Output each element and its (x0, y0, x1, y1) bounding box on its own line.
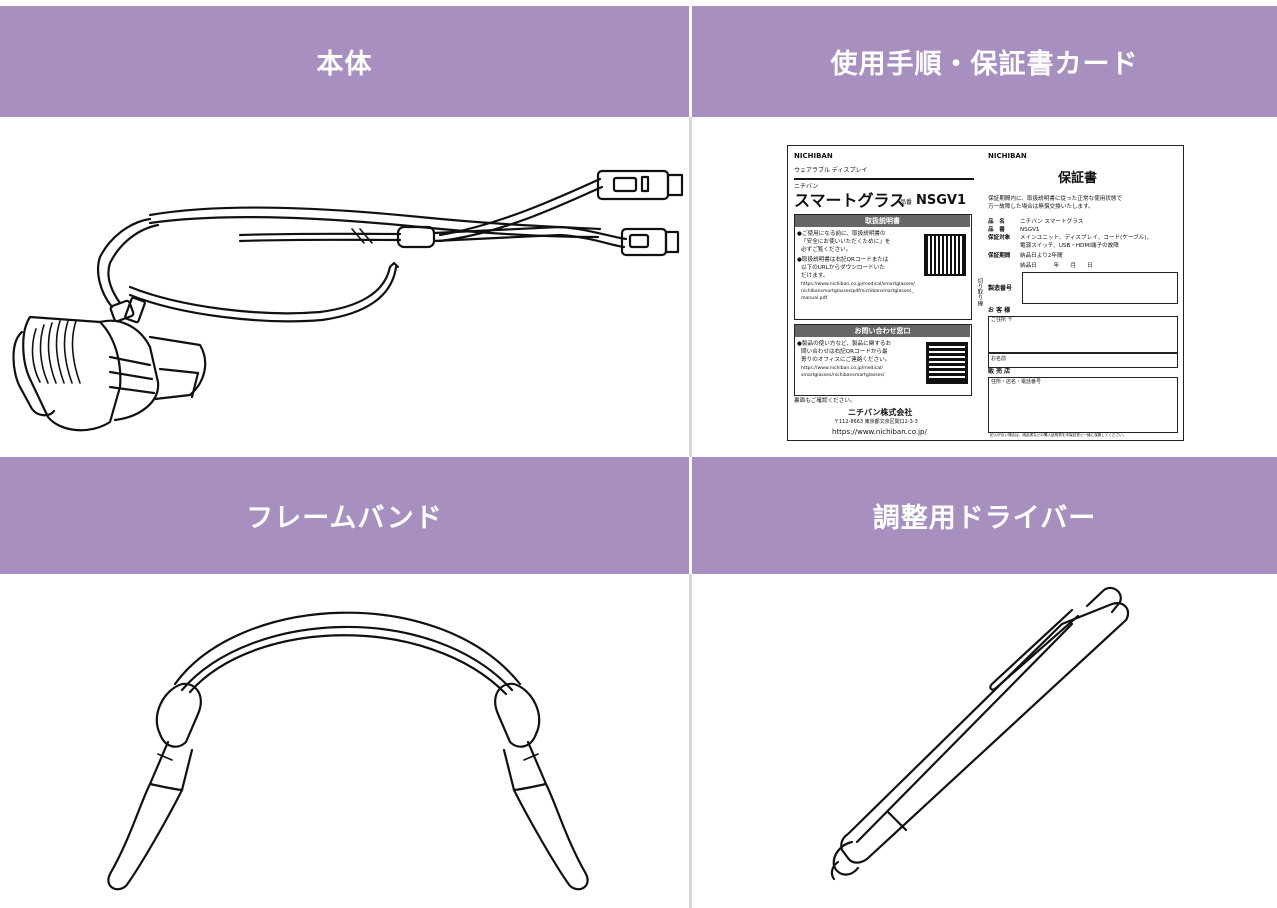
header-card: 使用手順・保証書カード (692, 6, 1277, 117)
manual-url: manual.pdf (801, 296, 828, 301)
manual-text: 「安全にお使いいただくために」を (801, 239, 891, 245)
warranty-label: 保証対象 (988, 235, 1011, 241)
contact-box (794, 324, 972, 396)
contact-url: smartglasses/nichibansmartglasses/ (801, 373, 885, 378)
warranty-intro: 保証期間内に、取扱説明書に従った正常な使用状態で (988, 196, 1123, 202)
card-product: スマートグラス (794, 191, 906, 210)
card-company: ニチバン株式会社 (848, 408, 913, 417)
contact-url: https://www.nichiban.co.jp/medical/ (801, 366, 883, 371)
manual-text: 以下のURLからダウンロードいた (801, 265, 885, 271)
warranty-value: 納品日より2年間 (1020, 253, 1063, 259)
manual-text: ●ご使用になる前に、取扱説明書の (797, 231, 886, 237)
contact-qr-code-icon (926, 342, 968, 384)
manual-title: 取扱説明書 (795, 215, 970, 227)
card-website: https://www.nichiban.co.jp/ (832, 428, 927, 436)
card-cut-line: 切り取り線 (976, 278, 983, 306)
store-field (988, 377, 1178, 433)
manual-url: https://www.nichiban.co.jp/medical/smart… (801, 282, 915, 287)
warranty-label: 品 名 (988, 219, 1005, 225)
serial-label: 製造番号 (988, 285, 1013, 292)
manual-qr-code-icon (924, 234, 966, 276)
warranty-intro: 万一故障した場合は無償交換いたします。 (988, 204, 1094, 210)
card-address: 〒112-8663 東京都文京区関口2-3-3 (834, 419, 918, 425)
warranty-value: メインユニット、ディスプレイ、コード(ケーブル)、 (1020, 235, 1153, 241)
manual-text: 必ずご覧ください。 (801, 247, 852, 253)
customer-name-field (988, 352, 1178, 368)
contact-text: ●製品の使い方など、製品に関するお (797, 341, 892, 347)
cell-frameband-image (0, 574, 692, 908)
warranty-label: 品 番 (988, 227, 1005, 233)
cell-body-image (0, 117, 692, 457)
manual-box (794, 214, 972, 320)
card-back-note: 裏面もご確認ください。 (794, 398, 856, 404)
card-left-brand: NICHIBAN (794, 152, 833, 160)
header-driver: 調整用ドライバー (692, 457, 1277, 574)
manual-url: nichibansmartglasses/pdf/nichibansmartgl… (801, 289, 914, 294)
warranty-label: 保証期間 (988, 253, 1011, 259)
contact-title: お問い合わせ窓口 (795, 325, 970, 337)
customer-label: お 客 様 (988, 307, 1011, 314)
warranty-value: 電源スイッチ、USB・HDMI端子の故障 (1020, 243, 1119, 249)
warranty-value: ニチバン スマートグラス (1020, 219, 1084, 225)
serial-field (1022, 272, 1178, 304)
card-model: NSGV1 (916, 193, 967, 208)
card-maker: ニチバン (794, 183, 819, 190)
contact-text: 寄りのオフィスにご連絡ください。 (801, 357, 891, 363)
customer-address-field (988, 316, 1178, 354)
frame-band-icon (107, 611, 589, 891)
warranty-value: NSGV1 (1020, 227, 1040, 233)
header-frameband: フレームバンド (0, 457, 689, 574)
card-right-brand: NICHIBAN (988, 152, 1027, 160)
manual-text: だけます。 (801, 273, 829, 279)
header-body: 本体 (0, 6, 689, 117)
warranty-footer: 記入がない場合は、納品書などの購入証明書を本保証書と一緒に保管してください。 (990, 433, 1127, 437)
warranty-title: 保証書 (1058, 171, 1098, 186)
contact-text: 問い合わせは右記QRコードから最 (801, 349, 888, 355)
store-label: 販 売 店 (988, 368, 1011, 375)
manual-text: ●取扱説明書は右記QRコードまたは (797, 257, 889, 263)
usage-warranty-card: NICHIBAN ウェアラブル ディスプレイ ニチバン スマートグラス 品番 N… (787, 145, 1184, 441)
card-model-label: 品番 (900, 199, 913, 206)
customer-address-label: ご住所 〒 (991, 317, 1013, 323)
cell-driver-image (692, 574, 1277, 908)
warranty-date: 納品日 年 月 日 (1020, 263, 1093, 269)
smart-glasses-device-icon (12, 169, 684, 432)
adjustment-driver-icon (830, 586, 1130, 881)
customer-name-label: お名前 (991, 356, 1007, 362)
cell-card-image: NICHIBAN ウェアラブル ディスプレイ ニチバン スマートグラス 品番 N… (692, 117, 1277, 457)
store-field-label: 住所・店名・電話番号 (991, 379, 1042, 385)
card-category: ウェアラブル ディスプレイ (794, 167, 868, 174)
